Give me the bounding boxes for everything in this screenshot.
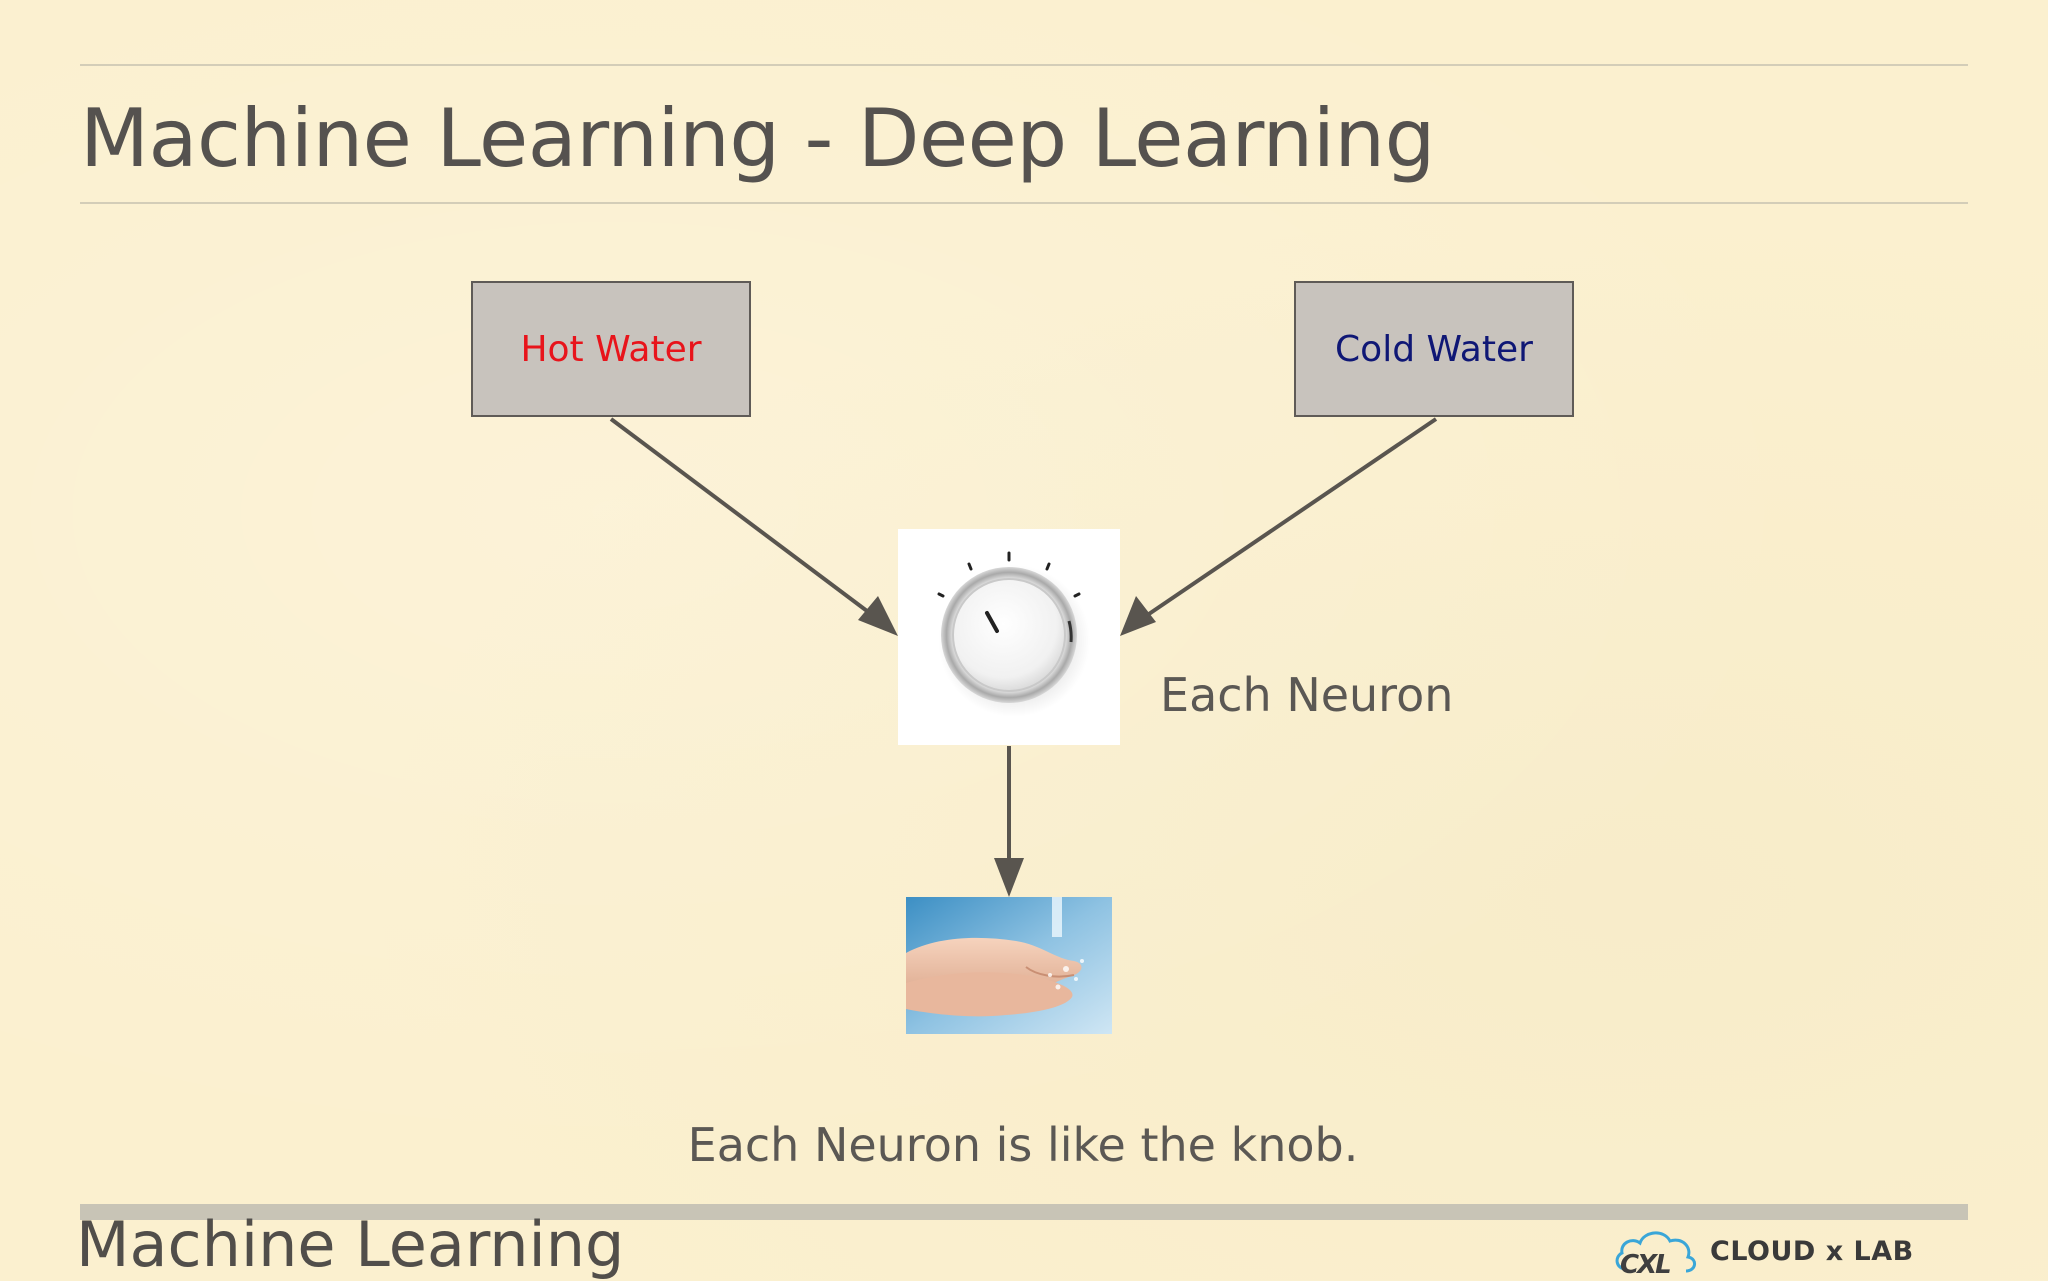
each-neuron-label: Each Neuron xyxy=(1160,668,1454,722)
arrow-knob-to-output xyxy=(994,746,1024,897)
cold-water-label: Cold Water xyxy=(1335,328,1533,370)
hot-water-label: Hot Water xyxy=(520,328,702,370)
top-rule xyxy=(80,64,1968,66)
cloudxlab-logo: CXL CLOUD x LAB xyxy=(1612,1222,1914,1280)
knob-icon xyxy=(937,551,1090,717)
hands-water-photo xyxy=(906,897,1112,1034)
arrow-hot-to-knob xyxy=(609,417,898,636)
title-rule xyxy=(80,202,1968,204)
hands-water-illustration xyxy=(906,897,1112,1034)
arrow-cold-to-knob xyxy=(1120,417,1438,636)
cold-water-box: Cold Water xyxy=(1294,281,1574,417)
caption-text: Each Neuron is like the knob. xyxy=(687,1118,1359,1172)
logo-text: CLOUD x LAB xyxy=(1710,1235,1914,1267)
svg-text:CXL: CXL xyxy=(1620,1250,1670,1279)
cloud-logo-icon: CXL xyxy=(1615,1231,1696,1279)
footer-title: Machine Learning xyxy=(76,1208,625,1281)
knob-image xyxy=(898,529,1120,745)
footer-bar xyxy=(80,1204,1968,1220)
diagram-caption: Each Neuron is like the knob. xyxy=(0,1118,2048,1172)
hot-water-box: Hot Water xyxy=(471,281,751,417)
slide-title: Machine Learning - Deep Learning xyxy=(80,92,1435,185)
